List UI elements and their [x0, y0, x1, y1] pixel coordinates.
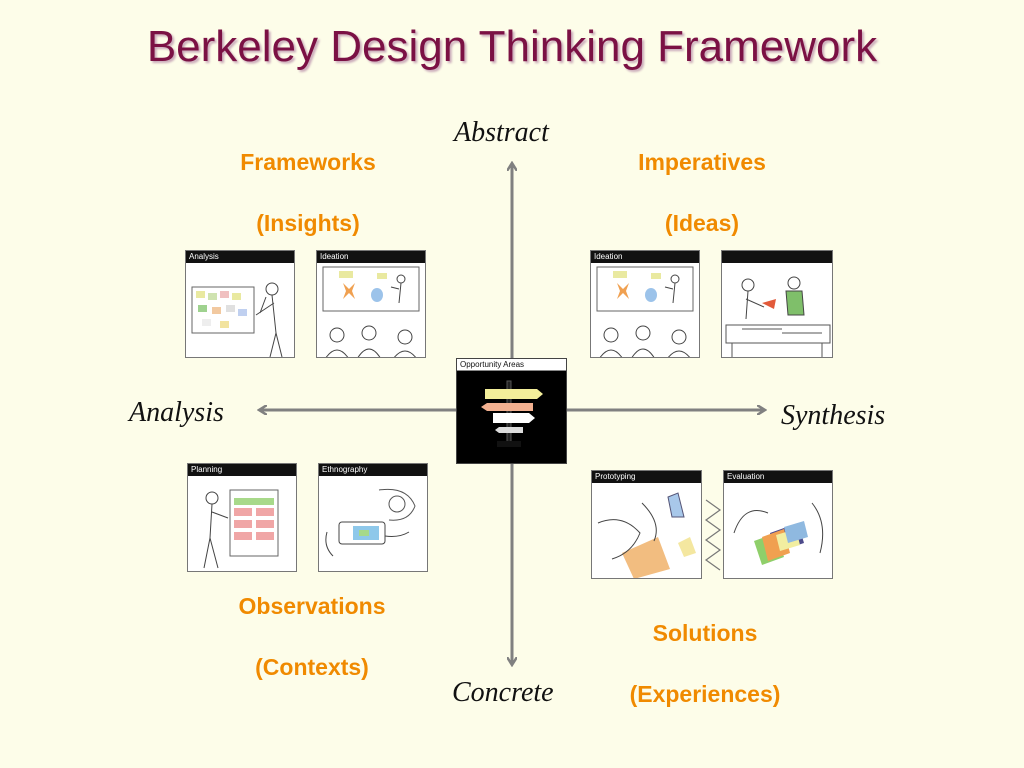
- axis-label-synthesis: Synthesis: [781, 400, 886, 431]
- axis-label-concrete: Concrete: [452, 677, 554, 708]
- quadrant-label-frameworks: Frameworks (Insights): [240, 149, 376, 236]
- card-ethnography: Ethnography: [318, 463, 428, 572]
- axis-label-analysis: Analysis: [129, 397, 224, 428]
- card-prototyping: Prototyping: [591, 470, 702, 579]
- page-title: Berkeley Design Thinking Framework: [146, 22, 878, 71]
- card-imperatives-scene: [721, 250, 833, 358]
- ideation-illustration: [322, 266, 420, 357]
- analysis-illustration: [191, 282, 283, 357]
- card-ideation-left: Ideation: [316, 250, 426, 358]
- card-opportunity-areas: Opportunity Areas: [456, 358, 567, 464]
- card-evaluation: Evaluation: [723, 470, 833, 579]
- signpost-illustration: [481, 380, 543, 447]
- quadrant-label-observations: Observations (Contexts): [238, 593, 386, 680]
- card-analysis: Analysis: [185, 250, 295, 358]
- axis-label-abstract: Abstract: [454, 117, 549, 148]
- ethnography-illustration: [325, 488, 416, 557]
- prototyping-illustration: [597, 492, 696, 578]
- quadrant-label-imperatives: Imperatives (Ideas): [638, 149, 766, 236]
- quadrant-label-solutions: Solutions (Experiences): [629, 620, 781, 707]
- planning-illustration: [203, 489, 279, 569]
- card-planning: Planning: [187, 463, 297, 572]
- zigzag-connector: [704, 499, 722, 571]
- evaluation-illustration: [733, 502, 824, 565]
- ideation-illustration: [596, 266, 694, 357]
- bedside-illustration: [725, 276, 831, 357]
- card-ideation-right: Ideation: [590, 250, 700, 358]
